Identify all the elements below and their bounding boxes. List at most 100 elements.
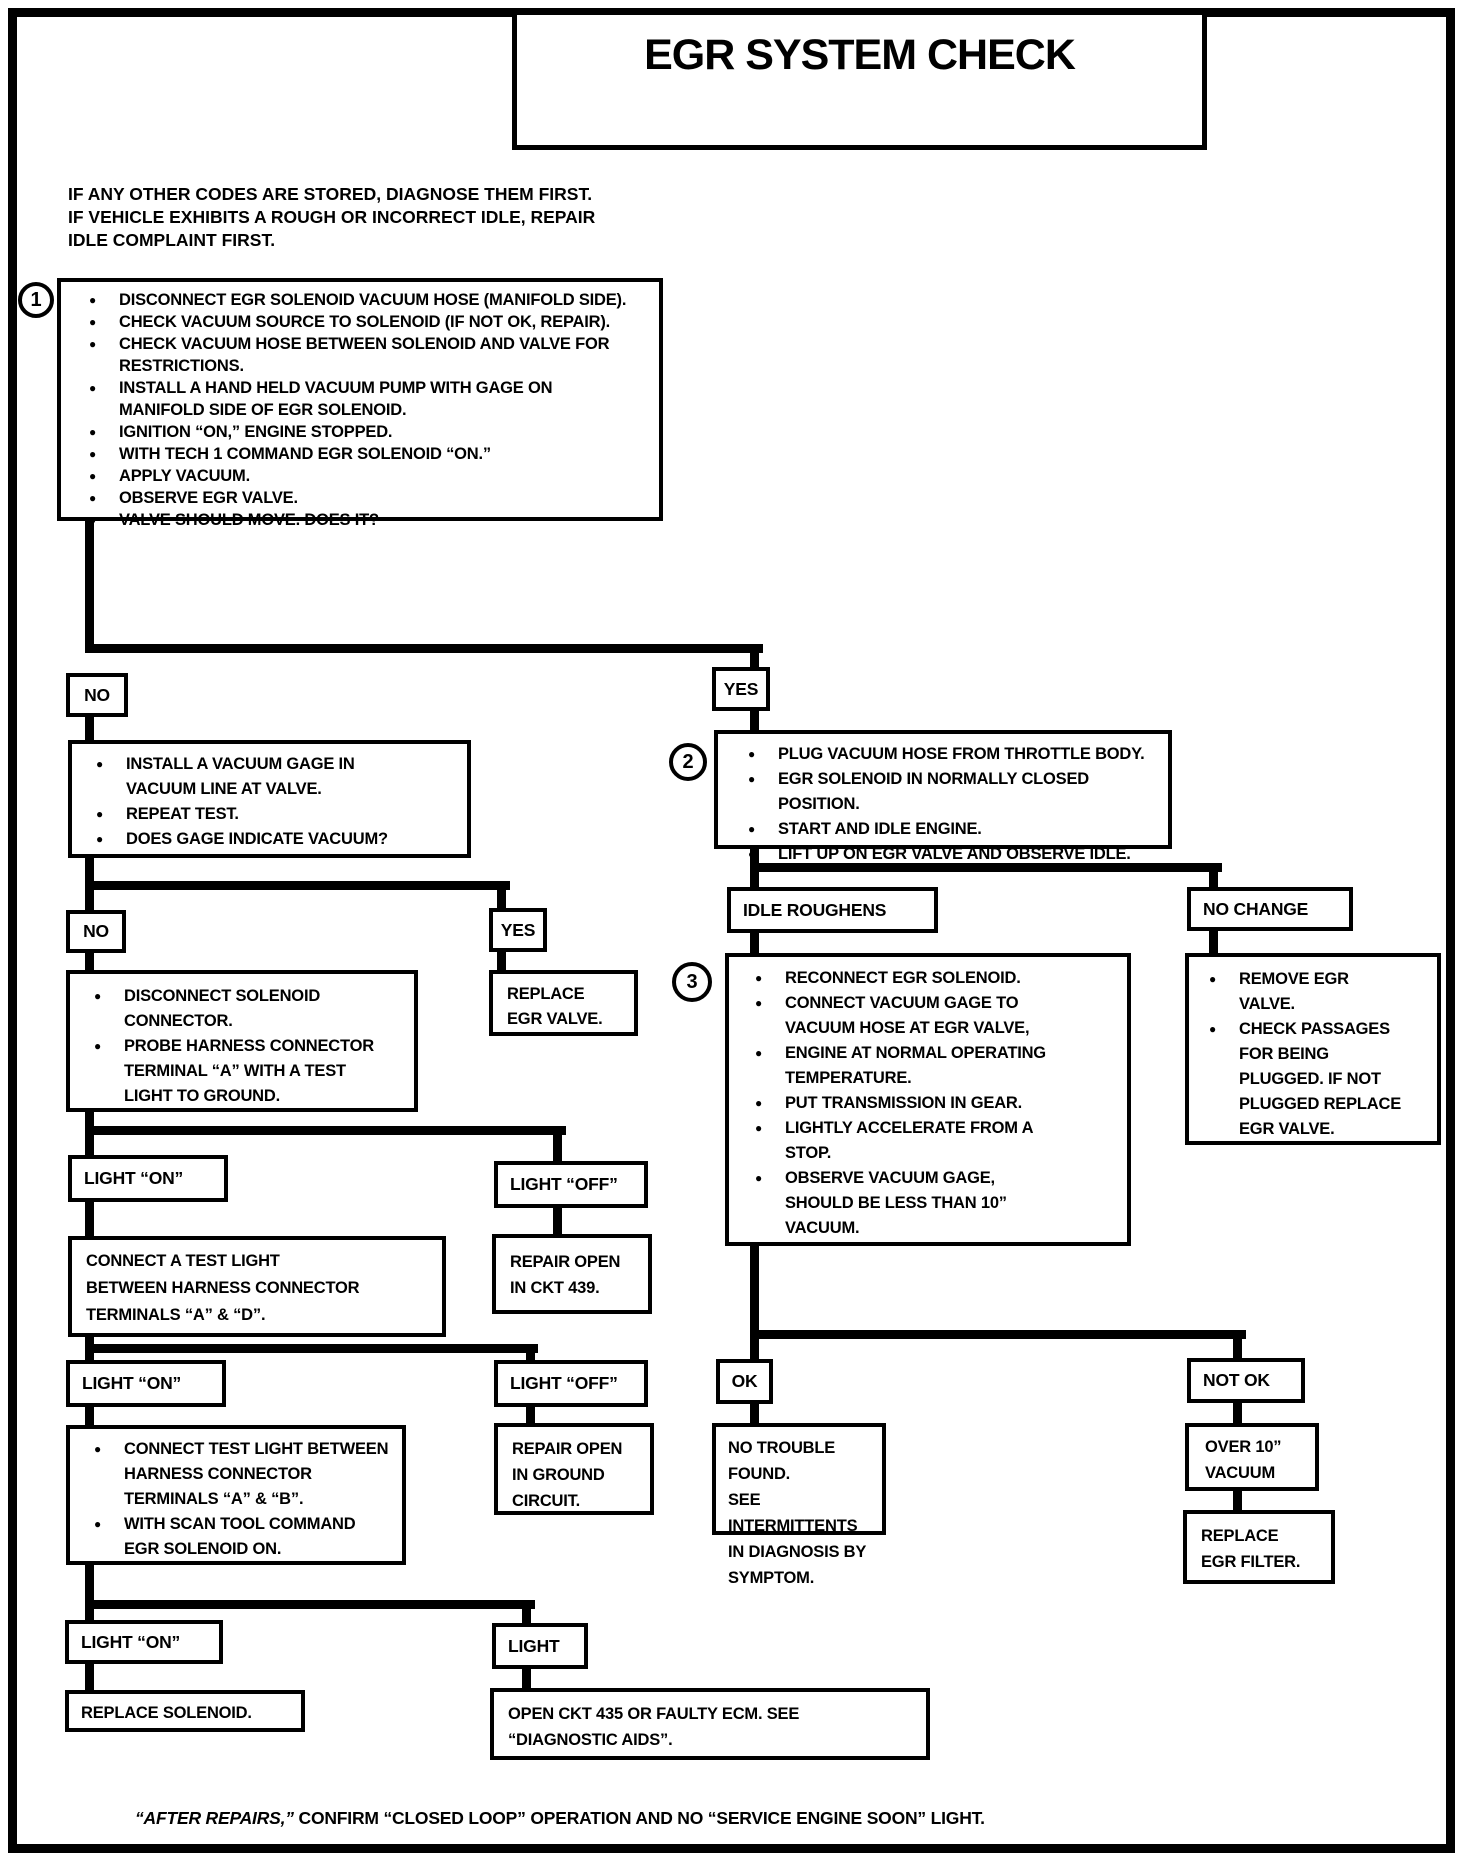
bullet-icon: ●	[89, 469, 97, 483]
over-vacuum-box: OVER 10” VACUUM	[1185, 1423, 1319, 1491]
open-ckt435-box: OPEN CKT 435 OR FAULTY ECM. SEE “DIAGNOS…	[490, 1688, 930, 1760]
connector-line	[85, 1563, 94, 1609]
connector-line	[526, 1405, 535, 1425]
bullet-text: LIGHTLY ACCELERATE FROM A STOP.	[785, 1119, 1034, 1162]
connector-line	[750, 863, 1222, 872]
bullet-icon: ●	[94, 989, 102, 1003]
connector-line	[85, 1200, 94, 1238]
light-off-2-label: LIGHT “OFF”	[494, 1360, 648, 1407]
bullet-icon: ●	[89, 381, 97, 395]
connector-line	[750, 1330, 1246, 1339]
page-title: EGR SYSTEM CHECK	[644, 31, 1076, 79]
connector-line	[85, 1133, 94, 1157]
step-number-1-text: 1	[30, 288, 42, 311]
bullet-item: ●CONNECT TEST LIGHT BETWEEN HARNESS CONN…	[94, 1437, 402, 1512]
bullet-text: PLUG VACUUM HOSE FROM THROTTLE BODY.	[778, 745, 1145, 763]
connector-line	[522, 1667, 531, 1690]
bullet-text: RECONNECT EGR SOLENOID.	[785, 969, 1021, 987]
decision-yes-1: YES	[712, 667, 770, 711]
connector-line	[526, 1351, 535, 1362]
bullet-item: ●WITH TECH 1 COMMAND EGR SOLENOID “ON.”	[89, 443, 649, 465]
bullet-icon: ●	[755, 1171, 763, 1185]
connector-line	[85, 715, 94, 742]
bullet-icon: ●	[755, 971, 763, 985]
bullet-icon: ●	[755, 996, 763, 1010]
bullet-item: ●VALVE SHOULD MOVE. DOES IT?	[89, 509, 649, 531]
bullet-icon: ●	[755, 1121, 763, 1135]
step-number-1: 1	[18, 282, 54, 318]
bullet-item: ●WITH SCAN TOOL COMMAND EGR SOLENOID ON.	[94, 1512, 402, 1562]
bullet-item: ● OBSERVE VACUUM GAGE, SHOULD BE LESS THA…	[755, 1166, 1123, 1241]
bullet-icon: ●	[94, 1517, 102, 1531]
replace-filter-box: REPLACE EGR FILTER.	[1183, 1510, 1335, 1584]
bullet-text: OBSERVE VACUUM GAGE, SHOULD BE LESS THAN…	[785, 1169, 1007, 1237]
connector-line	[750, 644, 759, 671]
connector-line	[497, 886, 506, 910]
connector-line	[85, 951, 94, 972]
connector-line	[750, 1337, 759, 1361]
step3-bullets: ●RECONNECT EGR SOLENOID.●CONNECT VACUUM …	[755, 966, 1123, 1241]
bullet-item: ●IGNITION “ON,” ENGINE STOPPED.	[89, 421, 649, 443]
bullet-item: ●APPLY VACUUM.	[89, 465, 649, 487]
bullet-item: ● REPEAT TEST.	[96, 802, 461, 827]
bullet-item: ●DISCONNECT EGR SOLENOID VACUUM HOSE (MA…	[89, 289, 649, 311]
intro-note: IF ANY OTHER CODES ARE STORED, DIAGNOSE …	[68, 184, 596, 250]
bullet-item: ●REMOVE EGR VALVE.	[1209, 967, 1435, 1017]
connector-line	[85, 1335, 94, 1352]
bullet-text: LIFT UP ON EGR VALVE AND OBSERVE IDLE.	[778, 845, 1131, 863]
bullet-text: ENGINE AT NORMAL OPERATING TEMPERATURE.	[785, 1044, 1046, 1087]
replace-solenoid-box: REPLACE SOLENOID.	[65, 1690, 305, 1732]
no-change-label: NO CHANGE	[1187, 887, 1353, 931]
bullet-text: CHECK PASSAGES FOR BEING PLUGGED. IF NOT…	[1239, 1020, 1402, 1138]
bullet-item: ●INSTALL A VACUUM GAGE IN VACUUM LINE AT…	[96, 752, 461, 802]
bullet-item: ●INSTALL A HAND HELD VACUUM PUMP WITH GA…	[89, 377, 649, 421]
step-number-2: 2	[669, 743, 707, 781]
bullet-text: OBSERVE EGR VALVE.	[119, 489, 298, 507]
bullet-icon: ●	[1209, 1022, 1217, 1036]
connector-line	[85, 1405, 94, 1427]
connector-line	[85, 1351, 94, 1362]
connector-line	[85, 519, 94, 653]
bullet-item: ●START AND IDLE ENGINE.	[748, 817, 1162, 842]
vacuum-gage-bullets: ●INSTALL A VACUUM GAGE IN VACUUM LINE AT…	[96, 752, 461, 852]
disconnect-solenoid-box: ●DISCONNECT SOLENOID CONNECTOR.●PROBE HA…	[66, 970, 418, 1112]
light-on-3-label: LIGHT “ON”	[65, 1620, 223, 1664]
bullet-text: REPEAT TEST.	[126, 805, 239, 823]
bullet-text: PROBE HARNESS CONNECTOR TERMINAL “A” WIT…	[124, 1037, 374, 1105]
bullet-item: ●PROBE HARNESS CONNECTOR TERMINAL “A” WI…	[94, 1034, 408, 1109]
bullet-icon: ●	[96, 807, 104, 821]
light-on-2-label: LIGHT “ON”	[66, 1360, 226, 1407]
connector-line	[553, 1133, 562, 1163]
connector-line	[1209, 929, 1218, 954]
repair-ckt439-box: REPAIR OPEN IN CKT 439.	[492, 1234, 652, 1314]
idle-roughens-label: IDLE ROUGHENS	[727, 887, 938, 933]
bullet-item: ●OBSERVE EGR VALVE.	[89, 487, 649, 509]
bullet-item: ● RECONNECT EGR SOLENOID.	[755, 966, 1123, 991]
bullet-icon: ●	[89, 315, 97, 329]
bullet-icon: ●	[755, 1046, 763, 1060]
bullet-icon: ●	[96, 757, 104, 771]
remove-egr-bullets: ●REMOVE EGR VALVE. ● CHECK PASSAGES FOR BE…	[1209, 967, 1435, 1142]
bullet-item: ● ENGINE AT NORMAL OPERATING TEMPERATURE.	[755, 1041, 1123, 1091]
step-number-2-text: 2	[682, 750, 694, 773]
connector-line	[750, 870, 759, 889]
connector-line	[1233, 1337, 1242, 1360]
bullet-icon: ●	[748, 822, 756, 836]
connector-line	[85, 644, 763, 653]
connector-line	[750, 931, 759, 954]
bullet-item: ● LIGHTLY ACCELERATE FROM A STOP.	[755, 1116, 1123, 1166]
connector-line	[85, 1110, 94, 1132]
test-light-ab-bullets: ●CONNECT TEST LIGHT BETWEEN HARNESS CONN…	[94, 1437, 402, 1562]
connector-line	[750, 1402, 759, 1424]
repair-ground-box: REPAIR OPEN IN GROUND CIRCUIT.	[494, 1423, 654, 1515]
decision-no-1: NO	[66, 673, 128, 717]
bullet-item: ●DISCONNECT SOLENOID CONNECTOR.	[94, 984, 408, 1034]
decision-yes-2: YES	[489, 908, 547, 952]
connector-line	[750, 847, 759, 869]
connector-line	[1233, 1489, 1242, 1512]
bullet-text: DISCONNECT EGR SOLENOID VACUUM HOSE (MAN…	[119, 291, 627, 309]
bullet-text: IGNITION “ON,” ENGINE STOPPED.	[119, 423, 393, 441]
bullet-item: ●CHECK VACUUM SOURCE TO SOLENOID (IF NOT…	[89, 311, 649, 333]
bullet-icon: ●	[89, 337, 97, 351]
step2-box: ●PLUG VACUUM HOSE FROM THROTTLE BODY.●EG…	[714, 730, 1172, 863]
